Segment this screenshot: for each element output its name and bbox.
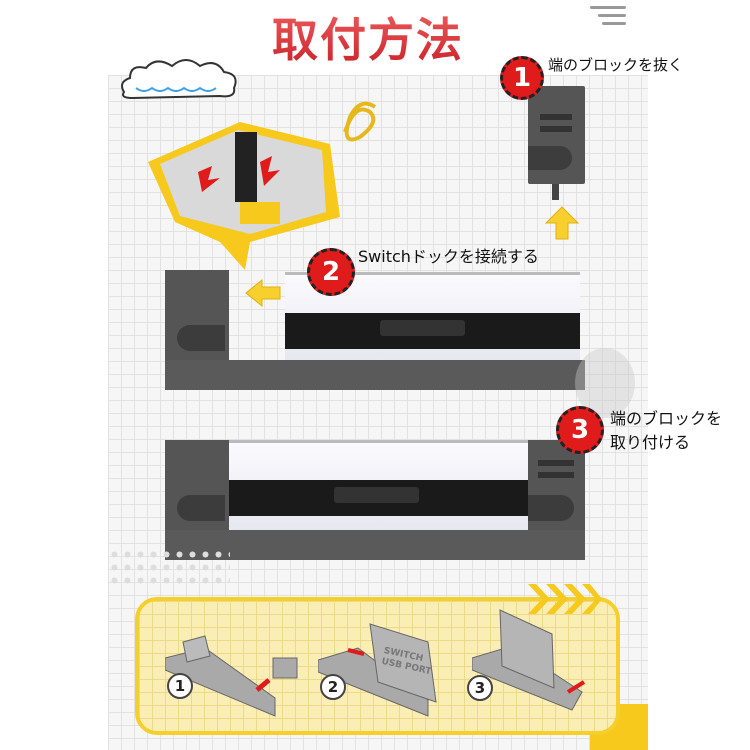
page-title: 取付方法: [272, 4, 464, 70]
step-2-label: Switchドックを接続する: [358, 247, 539, 266]
step-1-label: 端のブロックを抜く: [548, 56, 684, 74]
step-3-badge: 3: [556, 406, 604, 454]
step-3-label-line2: 取り付ける: [610, 433, 691, 452]
dock-assembly-step-3: [165, 440, 585, 560]
end-block-stem: [552, 184, 559, 200]
mini-step-1-number: 1: [167, 673, 193, 699]
pixel-dots-decoration: [108, 548, 230, 590]
cloud-icon: [121, 59, 237, 100]
menu-icon[interactable]: [588, 6, 626, 30]
dock-assembly-step-2: [165, 270, 585, 390]
arrow-left-icon: [245, 278, 281, 308]
step-3-label-line1: 端のブロックを: [610, 409, 723, 428]
mini-step-3-illustration: [472, 609, 586, 711]
zoom-callout: [148, 101, 377, 270]
step-2-badge: 2: [307, 248, 355, 296]
arrow-up-icon: [544, 206, 580, 240]
end-block: [528, 86, 585, 184]
mini-step-1-illustration: [165, 635, 298, 717]
chevrons-icon: [528, 584, 602, 614]
step-1-badge: 1: [500, 56, 544, 100]
mini-step-3-number: 3: [467, 675, 493, 701]
mini-step-2-illustration: [318, 623, 437, 717]
mini-step-2-number: 2: [320, 674, 346, 700]
